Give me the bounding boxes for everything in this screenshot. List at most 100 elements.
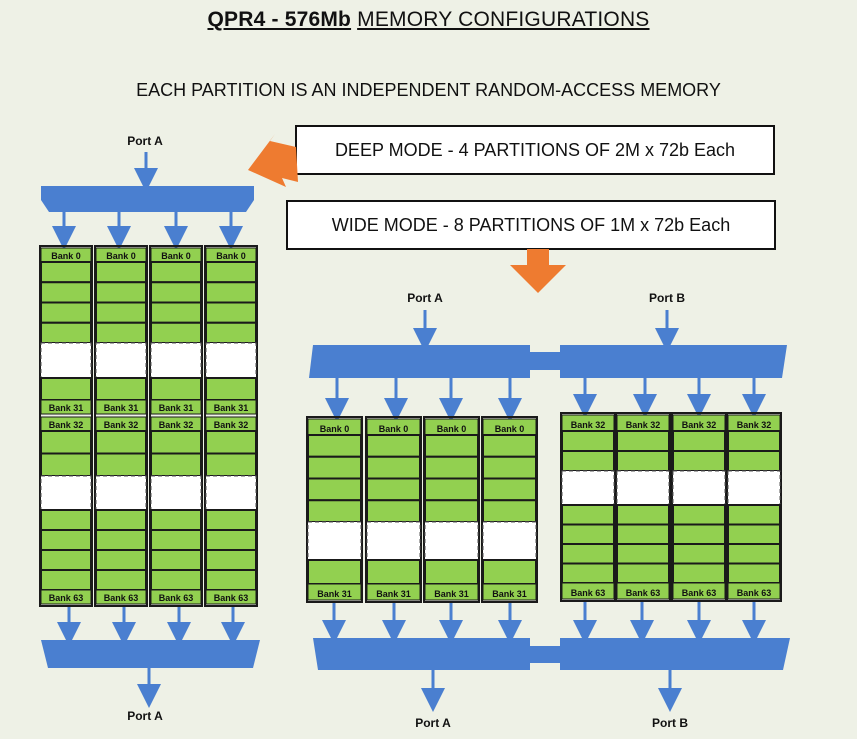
bank-row [366, 477, 421, 502]
wide-port-b-bottom-label: Port B [652, 716, 688, 730]
bank-row [616, 562, 670, 584]
wide-top-mux [309, 345, 787, 378]
bank-row [366, 455, 421, 480]
bank-row [672, 450, 726, 472]
deep-bottom-mux [41, 640, 260, 668]
bank-row [205, 261, 257, 284]
bank-row [95, 569, 147, 591]
bank-label-last-bg [424, 583, 479, 601]
bank-row [307, 434, 362, 458]
bank-label-last: Bank 31 [317, 589, 352, 599]
bank-label-last-bg [561, 582, 615, 600]
bank-row [727, 430, 781, 452]
wide-port-a-top-label: Port A [407, 291, 443, 305]
bank-row [40, 321, 92, 344]
bank-label-last: Bank 63 [737, 588, 772, 598]
bank-row [307, 499, 362, 523]
bank-label-last: Bank 31 [434, 589, 469, 599]
bank-row [95, 452, 147, 477]
bank-label-last-bg [482, 583, 537, 601]
bank-row [150, 281, 202, 304]
bank-row [366, 434, 421, 458]
bank-gap [40, 342, 92, 379]
bank-label-last: Bank 63 [571, 588, 606, 598]
bank-row [150, 549, 202, 571]
bank-row [205, 281, 257, 304]
bank-label-last: Bank 63 [104, 593, 139, 603]
bank-row [482, 499, 537, 523]
bank-row [616, 543, 670, 565]
bank-row [672, 562, 726, 584]
bank-row [672, 543, 726, 565]
bank-row [561, 562, 615, 584]
bank-row [424, 499, 479, 523]
bank-label-first: Bank 0 [379, 424, 409, 434]
bank-label-last: Bank 63 [49, 593, 84, 603]
bank-gap [150, 342, 202, 379]
bank-row [482, 477, 537, 502]
bank-row [727, 450, 781, 472]
bank-row [366, 559, 421, 585]
bank-label-last: Bank 63 [682, 588, 717, 598]
bank-row [95, 261, 147, 284]
bank-gap [616, 470, 670, 506]
bank-row [150, 261, 202, 284]
bank-row [424, 477, 479, 502]
bank-label-first: Bank 32 [682, 420, 717, 430]
bank-label-last-bg [205, 589, 257, 605]
bank-label-last-bg [307, 583, 362, 601]
bank-gap [40, 475, 92, 511]
bank-row [482, 434, 537, 458]
bank-row [307, 559, 362, 585]
bank-row [727, 543, 781, 565]
bank-label-mid-end-bg [150, 399, 202, 415]
bank-row [616, 504, 670, 526]
bank-row [482, 455, 537, 480]
bank-row [150, 509, 202, 531]
bank-row [95, 321, 147, 344]
bank-label-first: Bank 0 [437, 424, 467, 434]
wide-port-a-bottom-label: Port A [415, 716, 451, 730]
bank-label-last-bg [727, 582, 781, 600]
bank-row [616, 450, 670, 472]
bank-gap [205, 342, 257, 379]
bank-row [95, 301, 147, 324]
bank-label-mid-end: Bank 31 [159, 403, 194, 413]
bank-row [95, 549, 147, 571]
bank-row [616, 523, 670, 545]
bank-gap [561, 470, 615, 506]
bank-label-first: Bank 0 [51, 251, 81, 261]
bank-row [40, 281, 92, 304]
bank-row [150, 569, 202, 591]
bank-label-mid-start: Bank 32 [104, 420, 139, 430]
bank-label-mid-end-bg [205, 399, 257, 415]
bank-gap [95, 342, 147, 379]
bank-label-first: Bank 0 [495, 424, 525, 434]
bank-label-last-bg [150, 589, 202, 605]
bank-label-mid-start: Bank 32 [159, 420, 194, 430]
bank-label-mid-start: Bank 32 [49, 420, 84, 430]
bank-row [205, 452, 257, 477]
wide-port-b-top-label: Port B [649, 291, 685, 305]
bank-row [616, 430, 670, 452]
bank-row [482, 559, 537, 585]
bank-label-last-bg [672, 582, 726, 600]
bank-row [95, 509, 147, 531]
bank-label-last-bg [95, 589, 147, 605]
bank-row [150, 301, 202, 324]
bank-row [150, 377, 202, 401]
deep-column-arrows [52, 212, 245, 646]
deep-top-mux [41, 186, 254, 212]
bank-row [424, 455, 479, 480]
bank-gap [727, 470, 781, 506]
bank-row [40, 430, 92, 455]
bank-row [424, 434, 479, 458]
bank-row [672, 504, 726, 526]
bank-label-mid-end-bg [95, 399, 147, 415]
bank-row [307, 455, 362, 480]
subtitle: EACH PARTITION IS AN INDEPENDENT RANDOM-… [136, 80, 721, 100]
